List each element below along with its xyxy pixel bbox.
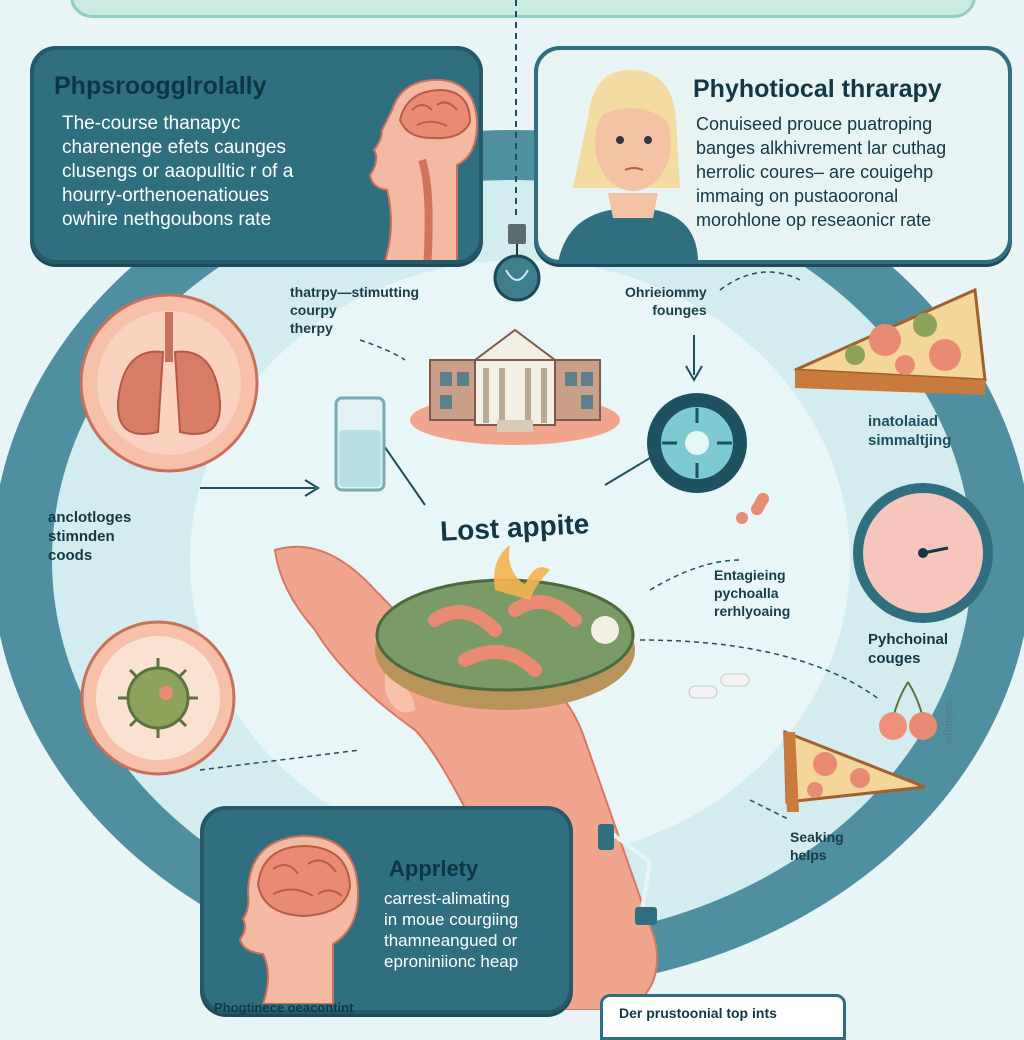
top-left-panel-text: The-course thanapyc charenenge efets cau… [62, 113, 294, 230]
phychoional-label: Pyhchoinal couges [868, 631, 949, 667]
gauge-clock-icon [853, 483, 993, 623]
bottom-left-label: Phogtinece oeacontint [214, 1000, 354, 1015]
lungs-icon [79, 293, 259, 473]
bottom-panel-title: Apprlety [389, 856, 479, 881]
entagieing-label: Entagieing pychoalla rerhlyoaing [714, 567, 791, 619]
inatolaad-label: inatolaiad simmaltjing [868, 413, 952, 449]
cherries-icon [879, 681, 937, 740]
wearable-sensor-icon [598, 824, 657, 925]
brain-head-icon [238, 834, 360, 1004]
woman-portrait-icon [558, 69, 698, 260]
top-right-panel-title: Phyhotiocal thrarapy [693, 75, 942, 103]
bottom-panel: Apprlety carrest-alimating in moue courg… [200, 806, 573, 1014]
pills-icon [736, 492, 769, 524]
head-anatomy-icon [368, 78, 479, 260]
vertical-tag: aailaugie [943, 700, 955, 745]
bottom-mid-banner: Der prustoonial top ints [600, 994, 846, 1040]
hanging-lamp-icon [493, 224, 541, 302]
top-right-panel: Phyhotiocal thrarapy Conuiseed prouce pu… [534, 46, 1012, 264]
seaking-label: Seaking helps [790, 829, 844, 863]
pizza-slice-icon [794, 287, 987, 395]
building-icon [410, 328, 620, 445]
anclotloges-label: anclotloges stimnden coods [48, 509, 132, 564]
virus-icon [80, 620, 236, 776]
water-glass-icon [334, 396, 386, 492]
top-left-panel: Phpsroogglrolally The-course thanapyc ch… [30, 46, 483, 264]
bottom-panel-text: carrest-alimating in moue courgiing tham… [384, 889, 519, 971]
dial-device-icon [647, 393, 747, 493]
therapy-stimulating-label: thatrpy—stimutting courpy therpy [290, 284, 420, 336]
bottom-mid-label: Der prustoonial top ints [619, 1005, 777, 1021]
ohrieiommy-label: Ohrieiommy founges [625, 284, 707, 318]
pizza-slice-small-icon [783, 729, 926, 812]
pills-small-icon [688, 673, 750, 699]
top-left-panel-title: Phpsroogglrolally [54, 72, 267, 100]
top-right-panel-text: Conuiseed prouce puatroping banges alkhi… [696, 114, 947, 230]
